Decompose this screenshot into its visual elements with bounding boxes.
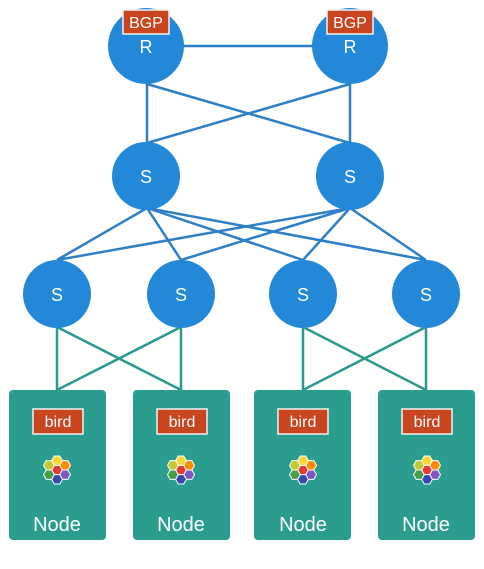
switch-label: S	[140, 167, 152, 187]
leaf-switch-4: S	[392, 260, 460, 328]
hexagon-cell	[183, 460, 196, 471]
bird-tag-label: bird	[414, 414, 441, 431]
node-2: bird Node	[133, 390, 230, 540]
bird-tag-label: bird	[290, 414, 317, 431]
node-label: Node	[402, 514, 450, 536]
bird-tag-label: bird	[45, 414, 72, 431]
hexagon-cell	[412, 469, 425, 480]
switch-circle	[316, 142, 384, 210]
link-spine-leaf	[146, 206, 427, 262]
leaf-switch-1: S	[23, 260, 91, 328]
router-left: R BGP	[108, 8, 184, 84]
leaf-switch-2: S	[147, 260, 215, 328]
hexagon-cell	[42, 469, 55, 480]
switch-circle	[112, 142, 180, 210]
node-4: bird Node	[378, 390, 475, 540]
hexagon-cell	[429, 460, 442, 471]
link-spine-leaf	[146, 206, 304, 262]
bird-tag-label: bird	[169, 414, 196, 431]
bgp-tag	[326, 9, 374, 35]
router-label: R	[140, 37, 153, 57]
hexagon-cluster-icon	[166, 455, 196, 485]
link-spine-leaf	[145, 207, 183, 261]
link-leaf-node	[302, 325, 427, 392]
leaf-switch-3: S	[269, 260, 337, 328]
switch-label: S	[297, 285, 309, 305]
bgp-tag-label: BGP	[129, 15, 163, 32]
link-spine-leaf	[56, 206, 351, 262]
link-spine-leaf	[302, 207, 351, 261]
hexagon-cell	[288, 460, 301, 471]
switch-circle	[23, 260, 91, 328]
hexagon-cell	[412, 460, 425, 471]
link-spine-leaf	[56, 206, 148, 262]
switch-circle	[147, 260, 215, 328]
node-3: bird Node	[254, 390, 351, 540]
hexagon-cluster-icon	[412, 455, 442, 485]
bird-tag	[32, 408, 84, 435]
switch-circle	[392, 260, 460, 328]
link-spine-leaf	[180, 206, 351, 262]
switch-label: S	[420, 285, 432, 305]
node-label: Node	[279, 514, 327, 536]
link-router-spine	[146, 82, 351, 145]
link-leaf-node	[56, 325, 182, 392]
node-label: Node	[33, 514, 81, 536]
switch-label: S	[344, 167, 356, 187]
router-right: R BGP	[312, 8, 388, 84]
link-spine-leaf	[349, 206, 427, 262]
hexagon-cluster-icon	[42, 455, 72, 485]
bird-tag	[401, 408, 453, 435]
spine-switch-right: S	[316, 142, 384, 210]
hexagon-cell	[59, 460, 72, 471]
hexagon-cluster-icon	[288, 455, 318, 485]
hexagon-cell	[288, 469, 301, 480]
hexagon-cell	[166, 469, 179, 480]
node-1: bird Node	[9, 390, 106, 540]
hexagon-cell	[305, 460, 318, 471]
hexagon-cell	[42, 460, 55, 471]
node-label: Node	[157, 514, 205, 536]
bird-tag	[156, 408, 208, 435]
bgp-tag-label: BGP	[333, 15, 367, 32]
spine-switch-left: S	[112, 142, 180, 210]
switch-circle	[269, 260, 337, 328]
router-label: R	[344, 37, 357, 57]
switch-label: S	[51, 285, 63, 305]
bgp-tag	[122, 9, 170, 35]
bird-tag	[277, 408, 329, 435]
links-layer	[55, 44, 428, 392]
switch-label: S	[175, 285, 187, 305]
hexagon-cell	[166, 460, 179, 471]
